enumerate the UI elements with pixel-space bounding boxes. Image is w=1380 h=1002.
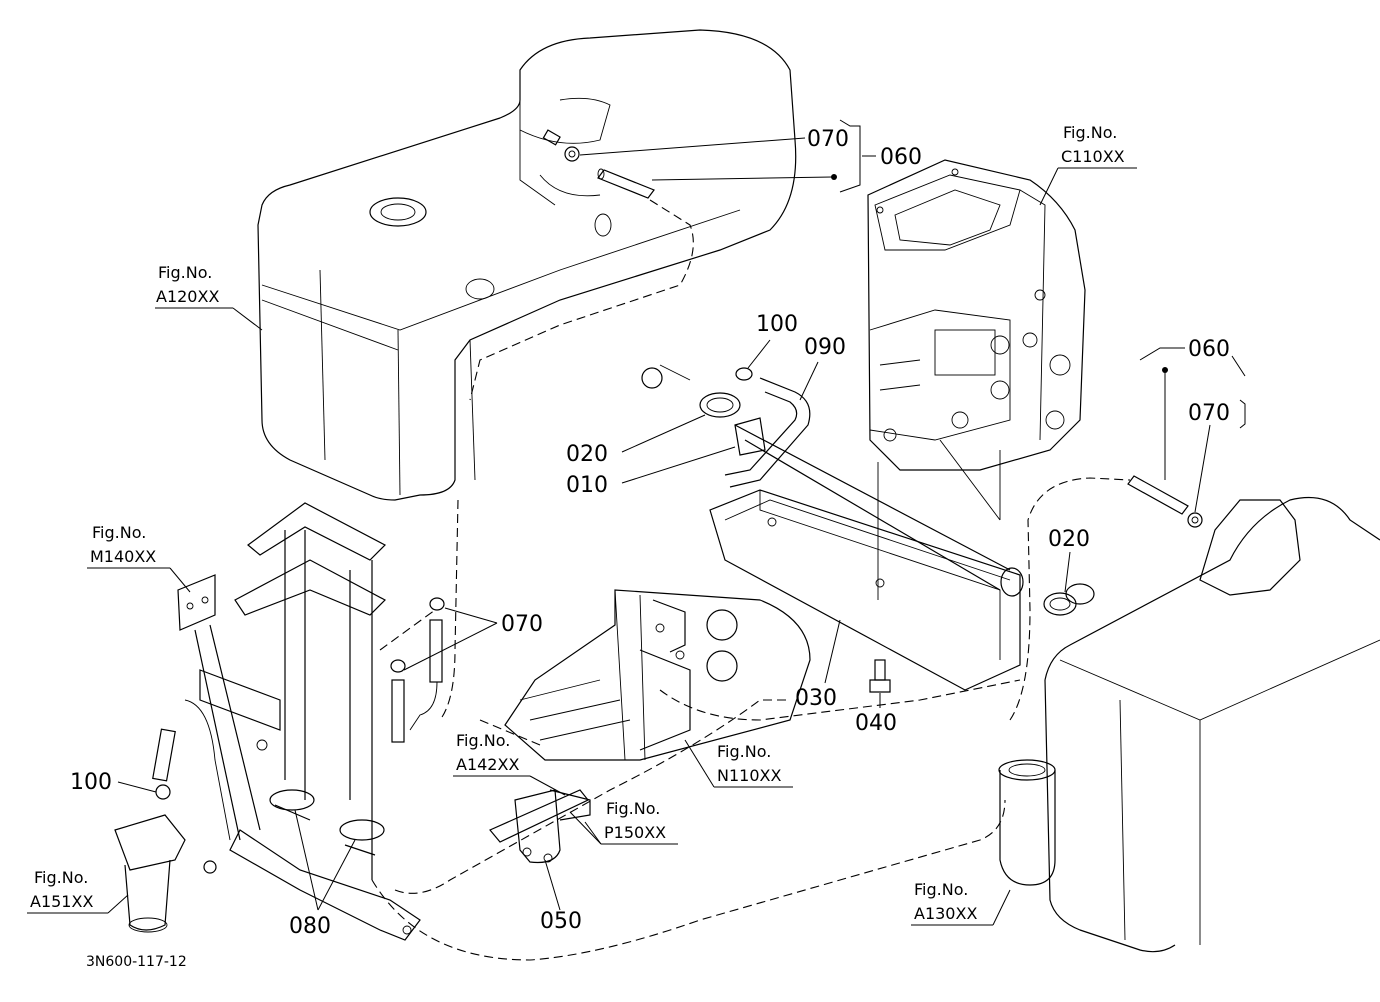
figure-references: Fig.No. A120XX Fig.No. C110XX Fig.No. M1…: [27, 123, 1137, 926]
part-label-050: 050: [540, 909, 582, 934]
fig-code-a130: A130XX: [914, 904, 977, 923]
frame-clamps-080: [269, 789, 385, 856]
part-label-070-frame: 070: [501, 612, 543, 637]
part-label-100-left: 100: [70, 770, 112, 795]
fuel-pump: [489, 789, 591, 864]
fig-code-m140: M140XX: [90, 547, 156, 566]
part-label-040: 040: [855, 711, 897, 736]
fig-label-n110: Fig.No.: [717, 742, 771, 761]
right-fuel-tank: [998, 496, 1380, 953]
part-label-020-center: 020: [566, 442, 608, 467]
fig-code-p150: P150XX: [604, 823, 666, 842]
part-label-070-right: 070: [1188, 401, 1230, 426]
bolt-040: [869, 462, 891, 693]
fig-label-a120: Fig.No.: [158, 263, 212, 282]
fig-label-c110: Fig.No.: [1063, 123, 1117, 142]
fig-code-a142: A142XX: [456, 755, 519, 774]
left-tank-fittings: [542, 129, 655, 199]
pipe-channel: [709, 424, 1024, 691]
support-frame: [177, 502, 421, 941]
leader-lines: [107, 119, 1246, 926]
fig-code-c110: C110XX: [1061, 147, 1125, 166]
fuel-filter: [114, 699, 231, 933]
part-label-100-center: 100: [756, 312, 798, 337]
part-label-010: 010: [566, 473, 608, 498]
fig-label-p150: Fig.No.: [606, 799, 660, 818]
part-label-060-right: 060: [1188, 337, 1230, 362]
drawing-code: 3N600-117-12: [86, 954, 187, 970]
fig-label-a151: Fig.No.: [34, 868, 88, 887]
fig-code-a120: A120XX: [156, 287, 219, 306]
part-label-080: 080: [289, 914, 331, 939]
part-labels: 070 060 100 090 020 010 060 070 020 070 …: [70, 127, 1230, 939]
left-fuel-tank: [257, 29, 797, 501]
fig-label-a130: Fig.No.: [914, 880, 968, 899]
frame-pipes-070: [390, 597, 445, 743]
right-tank-fittings: [1043, 475, 1203, 616]
fig-code-a151: A151XX: [30, 892, 93, 911]
fig-code-n110: N110XX: [717, 766, 781, 785]
fuel-line-route: [371, 199, 1131, 961]
transmission-case: [867, 159, 1086, 521]
fig-label-m140: Fig.No.: [92, 523, 146, 542]
hose-assembly-center: [641, 364, 811, 488]
part-label-020-right: 020: [1048, 527, 1090, 552]
fig-label-a142: Fig.No.: [456, 731, 510, 750]
part-label-060-top: 060: [880, 145, 922, 170]
part-label-030: 030: [795, 686, 837, 711]
part-label-090: 090: [804, 335, 846, 360]
floor-panel: [504, 589, 811, 761]
part-label-070-top: 070: [807, 127, 849, 152]
